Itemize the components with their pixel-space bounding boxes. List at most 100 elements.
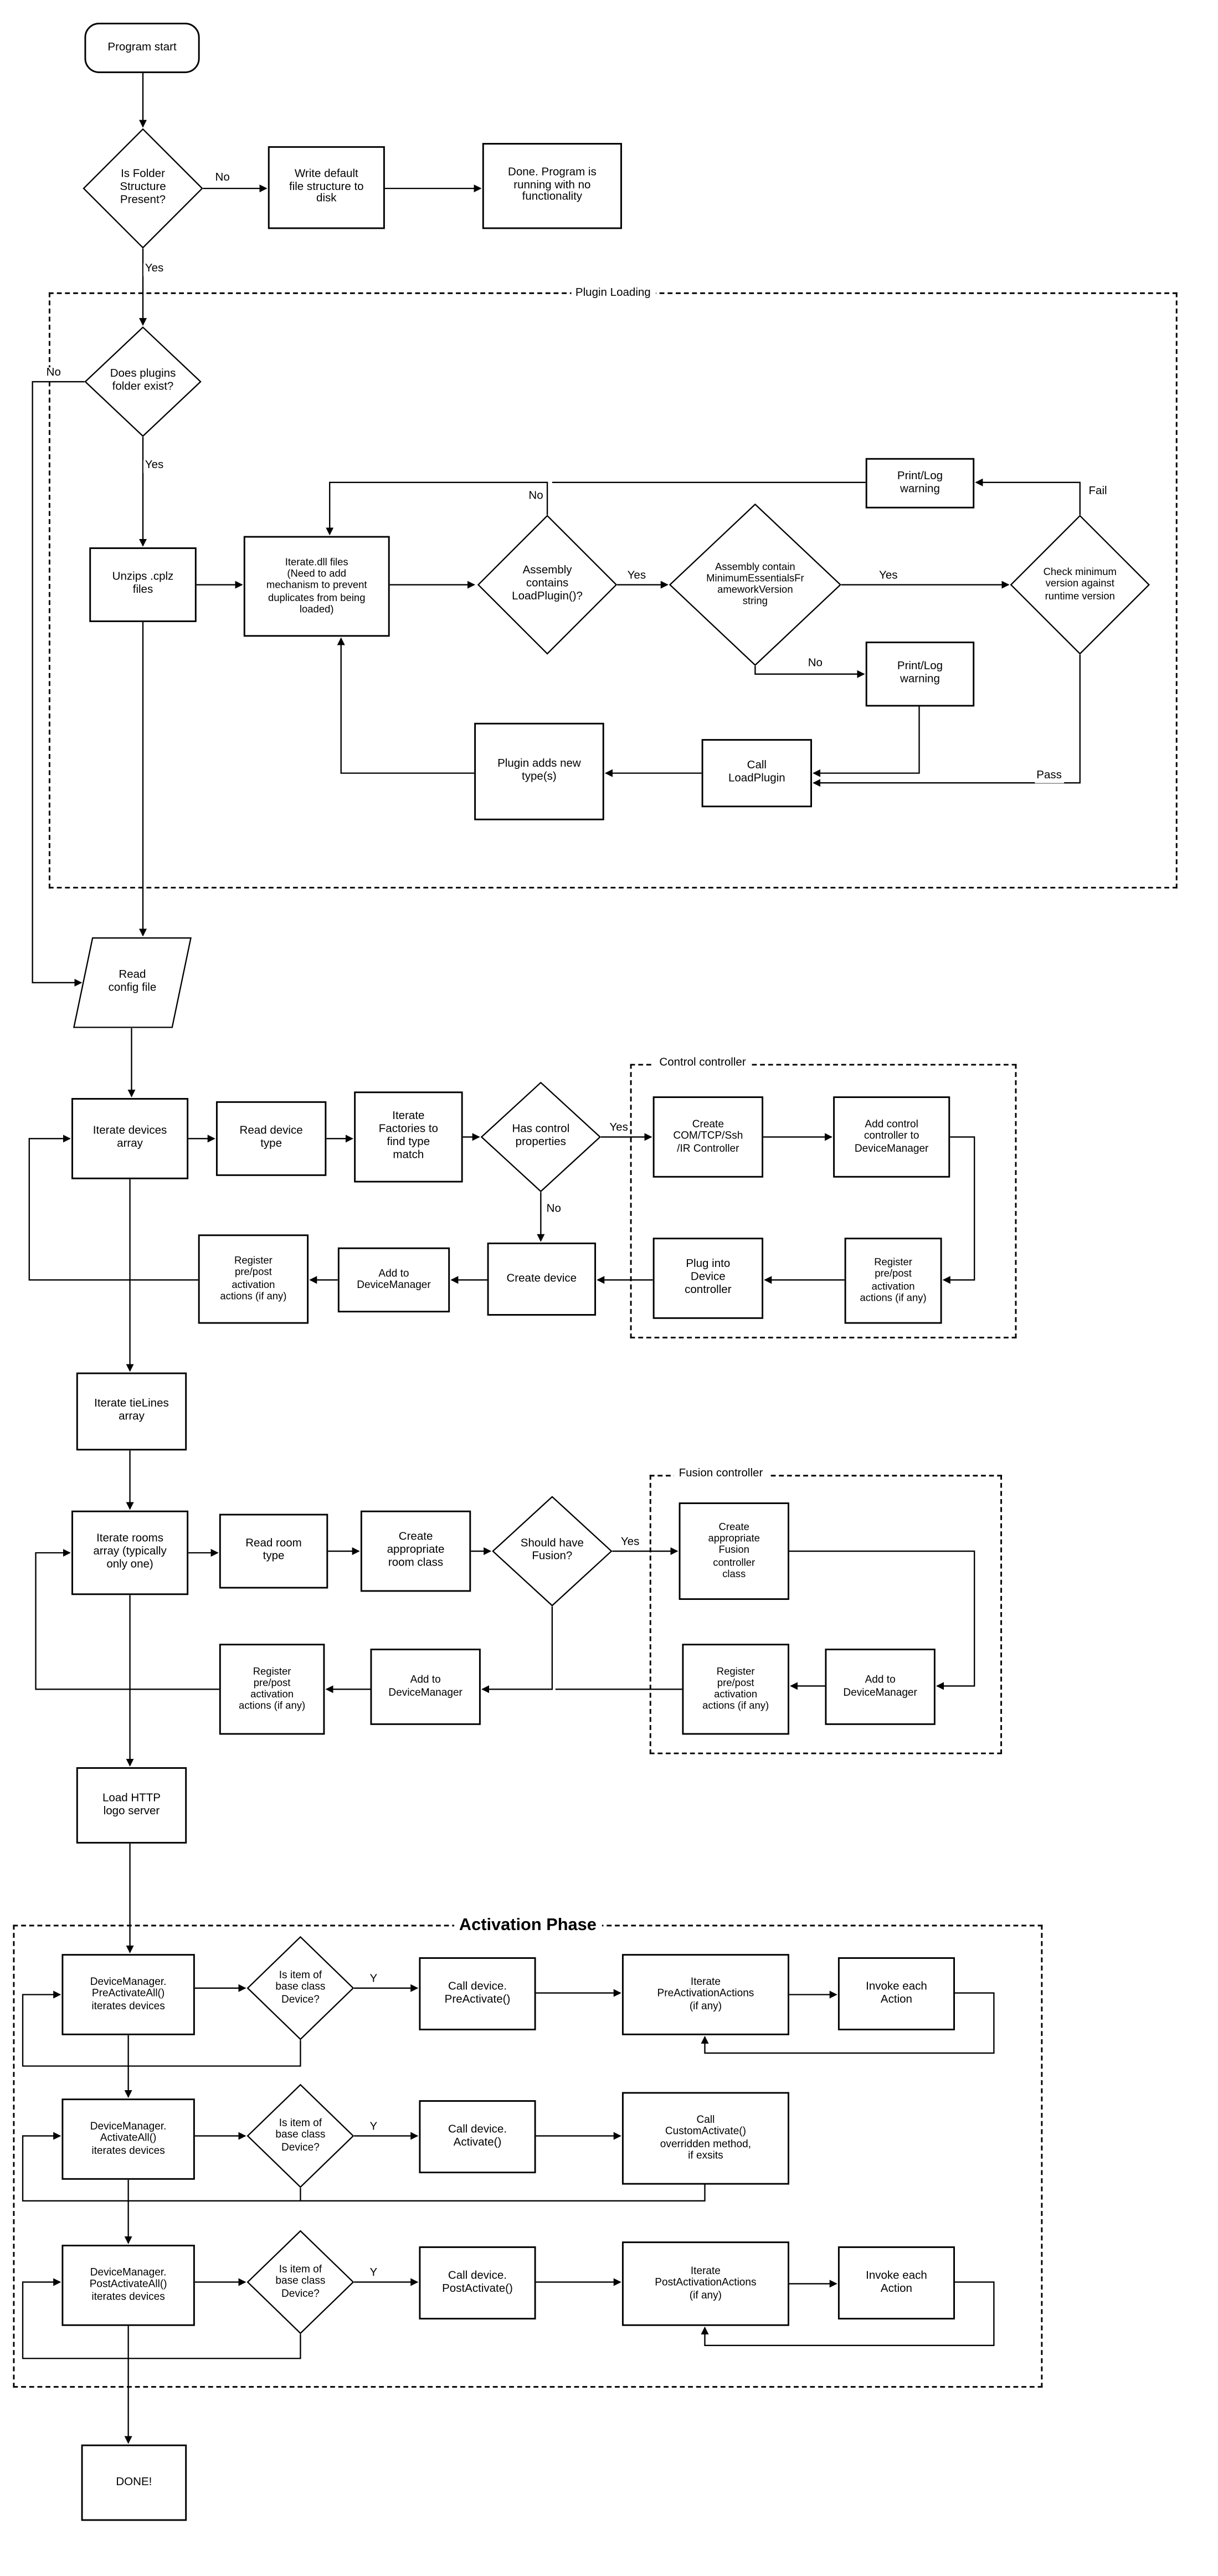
node-label-program-start: Program start <box>107 41 177 53</box>
node-plug-into-device: Plug into Device controller <box>652 1238 764 1319</box>
edge-device-loopback <box>28 1135 198 1281</box>
node-label-is-base-device-1: Is item of base class Device? <box>275 1970 326 2006</box>
node-add-control-dm: Add control controller to DeviceManager <box>833 1096 950 1178</box>
group-plugin-loading: Plugin Loading <box>48 288 1178 889</box>
node-label-add-dm-device: Add to DeviceManager <box>357 1268 431 1291</box>
node-load-http: Load HTTP logo server <box>76 1767 187 1844</box>
node-register-da: Register pre/post activation actions (if… <box>198 1234 309 1324</box>
node-label-register-room: Register pre/post activation actions (if… <box>239 1666 306 1712</box>
node-label-should-fusion: Should have Fusion? <box>520 1538 584 1563</box>
edge-plugins-no-to-config <box>32 381 85 987</box>
node-label-invoke-action-3: Invoke each Action <box>866 2270 927 2295</box>
node-unzips-cplz: Unzips .cplz files <box>89 547 197 622</box>
node-label-printlog-warning-1: Print/Log warning <box>897 470 943 495</box>
node-label-printlog-warning-2: Print/Log warning <box>897 661 943 686</box>
node-label-call-postactivate: Call device. PostActivate() <box>442 2270 513 2295</box>
node-is-base-device-2: Is item of base class Device? <box>246 2084 354 2188</box>
node-label-check-version: Check minimum version against runtime ve… <box>1043 567 1117 602</box>
node-label-create-com: Create COM/TCP/Ssh /IR Controller <box>673 1119 743 1154</box>
node-label-call-loadplugin: Call LoadPlugin <box>728 760 785 785</box>
node-call-activate: Call device. Activate() <box>419 2100 536 2174</box>
node-label-plugin-adds-types: Plugin adds new type(s) <box>497 758 581 783</box>
node-label-create-device: Create device <box>506 1272 577 1284</box>
node-register-fusion: Register pre/post activation actions (if… <box>682 1644 789 1735</box>
node-done: DONE! <box>81 2444 187 2521</box>
group-activation-phase: Activation Phase <box>13 1916 1043 2388</box>
node-invoke-action-3: Invoke each Action <box>837 2246 955 2320</box>
node-label-register-da: Register pre/post activation actions (if… <box>220 1256 287 1302</box>
edge-label-y-row3: Y <box>368 2267 379 2281</box>
node-add-dm-fusion: Add to DeviceManager <box>825 1648 936 1725</box>
node-create-room-class: Create appropriate room class <box>360 1510 471 1592</box>
edge-label-yes-miness: Yes <box>877 570 900 583</box>
node-create-com: Create COM/TCP/Ssh /IR Controller <box>652 1096 764 1178</box>
node-iterate-rooms: Iterate rooms array (typically only one) <box>71 1510 189 1595</box>
node-invoke-action-1: Invoke each Action <box>837 1957 955 2030</box>
edge-invoke1-loop <box>701 1992 995 2054</box>
node-label-add-dm-room: Add to DeviceManager <box>388 1675 462 1698</box>
node-label-register-fusion: Register pre/post activation actions (if… <box>702 1666 769 1712</box>
node-label-is-base-device-2: Is item of base class Device? <box>275 2118 326 2153</box>
edge-asm-no-loop <box>326 481 548 536</box>
node-label-iterate-tielines: Iterate tieLines array <box>94 1398 169 1423</box>
node-label-invoke-action-1: Invoke each Action <box>866 1980 927 2005</box>
node-register-cc: Register pre/post activation actions (if… <box>844 1238 942 1324</box>
edge-room-loopback <box>35 1548 219 1690</box>
node-create-fusion: Create appropriate Fusion controller cla… <box>679 1502 789 1600</box>
node-label-write-default: Write default file structure to disk <box>289 168 364 206</box>
node-label-premgr: DeviceManager. PreActivateAll() iterates… <box>90 1977 167 2012</box>
edge-label-yes-control: Yes <box>608 1122 630 1136</box>
edge-createfusion-loop <box>789 1550 975 1690</box>
node-label-iterate-factories: Iterate Factories to find type match <box>378 1111 438 1162</box>
node-label-read-room-type: Read room type <box>245 1538 302 1563</box>
node-label-call-activate: Call device. Activate() <box>448 2123 507 2148</box>
edge-label-no-control: No <box>544 1204 563 1217</box>
node-iterate-factories: Iterate Factories to find type match <box>354 1091 463 1183</box>
node-label-is-base-device-3: Is item of base class Device? <box>275 2264 326 2300</box>
group-control-controller: Control controller <box>630 1057 1017 1338</box>
node-label-add-dm-fusion: Add to DeviceManager <box>843 1675 917 1698</box>
group-label-control-controller: Control controller <box>654 1057 751 1070</box>
edge-custom-loop <box>22 2132 706 2202</box>
node-label-iterate-devices: Iterate devices array <box>92 1126 167 1150</box>
edge-miness-no <box>754 666 865 678</box>
node-iterate-preactions: Iterate PreActivationActions (if any) <box>621 1954 789 2035</box>
node-iterate-dll: Iterate.dll files (Need to add mechanism… <box>243 536 390 637</box>
node-program-start: Program start <box>84 23 200 73</box>
node-label-load-http: Load HTTP logo server <box>102 1792 161 1817</box>
edge-label-pass-check: Pass <box>1035 770 1063 783</box>
node-read-room-type: Read room type <box>219 1513 328 1589</box>
node-premgr: DeviceManager. PreActivateAll() iterates… <box>61 1954 195 2035</box>
edge-label-no-folder: No <box>213 172 232 185</box>
node-call-preactivate: Call device. PreActivate() <box>419 1957 536 2030</box>
edge-addctrl-to-registercc <box>942 1136 975 1284</box>
node-label-create-fusion: Create appropriate Fusion controller cla… <box>708 1522 760 1580</box>
edge-label-no-plugins: No <box>44 367 63 380</box>
node-label-create-room-class: Create appropriate room class <box>387 1532 445 1569</box>
node-label-read-config: Read config file <box>108 969 157 994</box>
node-write-default: Write default file structure to disk <box>268 146 385 229</box>
node-iterate-tielines: Iterate tieLines array <box>76 1372 187 1451</box>
node-label-done-no-func: Done. Program is running with no functio… <box>508 166 597 204</box>
node-create-device: Create device <box>487 1242 597 1316</box>
edge-label-fail-check: Fail <box>1087 486 1109 499</box>
edge-label-yes-fusion: Yes <box>619 1537 641 1549</box>
node-add-dm-device: Add to DeviceManager <box>337 1247 450 1313</box>
node-label-iterate-preactions: Iterate PreActivationActions (if any) <box>657 1977 754 2012</box>
edge-label-no-miness: No <box>806 658 824 671</box>
node-label-custom-activate: Call CustomActivate() overridden method,… <box>660 2114 752 2162</box>
node-is-base-device-3: Is item of base class Device? <box>246 2230 354 2334</box>
node-should-fusion: Should have Fusion? <box>492 1496 613 1607</box>
node-label-iterate-postactions: Iterate PostActivationActions (if any) <box>655 2266 757 2301</box>
group-fusion-controller: Fusion controller <box>649 1468 1003 1754</box>
node-label-plug-into-device: Plug into Device controller <box>685 1259 732 1296</box>
group-label-activation-phase: Activation Phase <box>454 1916 602 1936</box>
node-is-base-device-1: Is item of base class Device? <box>246 1936 354 2040</box>
node-label-actmgr: DeviceManager. ActivateAll() iterates de… <box>90 2121 167 2157</box>
edge-addstypes-loop <box>337 637 475 774</box>
node-label-plugins-folder: Does plugins folder exist? <box>110 368 176 393</box>
node-iterate-devices: Iterate devices array <box>71 1098 189 1179</box>
node-add-dm-room: Add to DeviceManager <box>370 1648 481 1725</box>
node-label-call-preactivate: Call device. PreActivate() <box>444 1980 511 2005</box>
